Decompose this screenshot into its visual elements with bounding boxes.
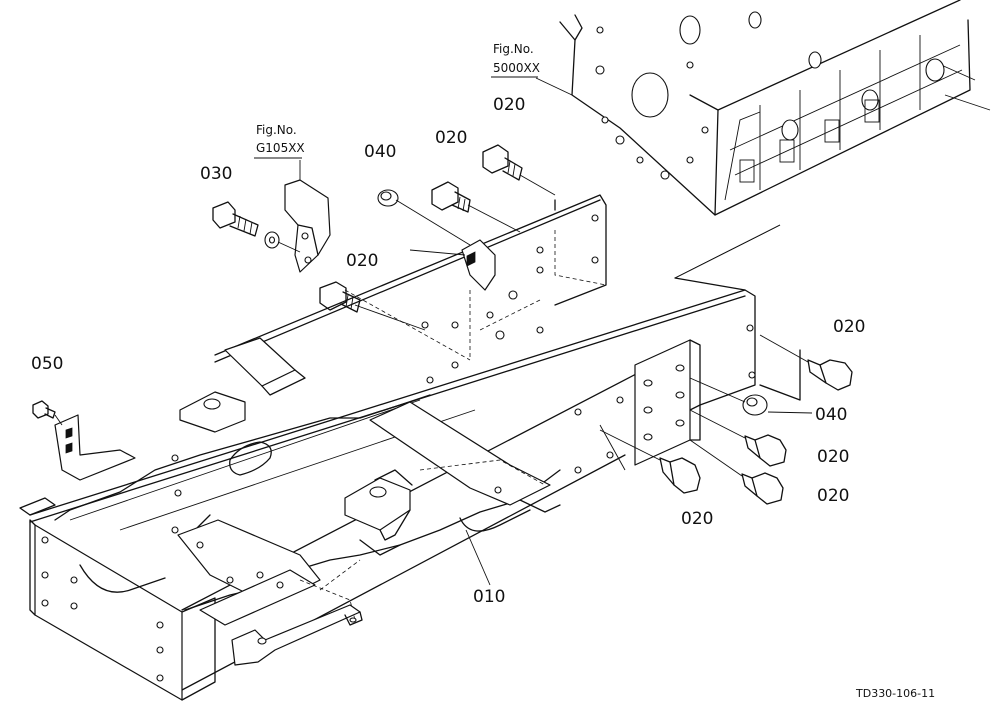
bolt-020-b xyxy=(482,144,523,181)
callouts: 010 020 020 020 020 020 020 020 030 040 … xyxy=(31,95,865,607)
leader-lines xyxy=(54,77,813,586)
callout-040: 040 xyxy=(364,142,396,162)
fig-ref-label: Fig.No. xyxy=(256,123,297,137)
bolt-050 xyxy=(32,400,56,419)
callout-010: 010 xyxy=(473,587,505,607)
bolt-020-right-top xyxy=(807,359,853,391)
callout-020: 020 xyxy=(817,447,849,467)
bolt-020-c xyxy=(319,281,361,313)
frame-assembly xyxy=(29,194,801,701)
fig-ref-g105xx: Fig.No. G105XX xyxy=(254,123,305,159)
callout-020: 020 xyxy=(346,251,378,271)
bolt-020-right-mid xyxy=(744,434,787,467)
callout-050: 050 xyxy=(31,354,63,374)
callout-020: 020 xyxy=(435,128,467,148)
callout-020: 020 xyxy=(681,509,713,529)
fig-ref-5000xx: Fig.No. 5000XX xyxy=(491,42,540,78)
bolt-030 xyxy=(212,201,280,249)
callout-030: 030 xyxy=(200,164,232,184)
fig-ref-label: Fig.No. xyxy=(493,42,534,56)
callout-040: 040 xyxy=(815,405,847,425)
drawing-code: TD330-106-11 xyxy=(855,687,935,700)
engine-block xyxy=(559,0,991,216)
callout-020: 020 xyxy=(817,486,849,506)
bracket-g105xx xyxy=(284,179,331,273)
callout-020: 020 xyxy=(833,317,865,337)
bolt-020-bottom xyxy=(659,457,701,494)
callout-020: 020 xyxy=(493,95,525,115)
bolt-020-right-low xyxy=(741,472,784,505)
fig-ref-number: 5000XX xyxy=(493,61,540,75)
washer-040-right xyxy=(742,394,768,416)
bracket-050 xyxy=(19,414,136,516)
bolt-040-upper xyxy=(377,189,399,207)
bolt-020-a xyxy=(431,181,471,213)
fig-ref-number: G105XX xyxy=(256,141,305,155)
